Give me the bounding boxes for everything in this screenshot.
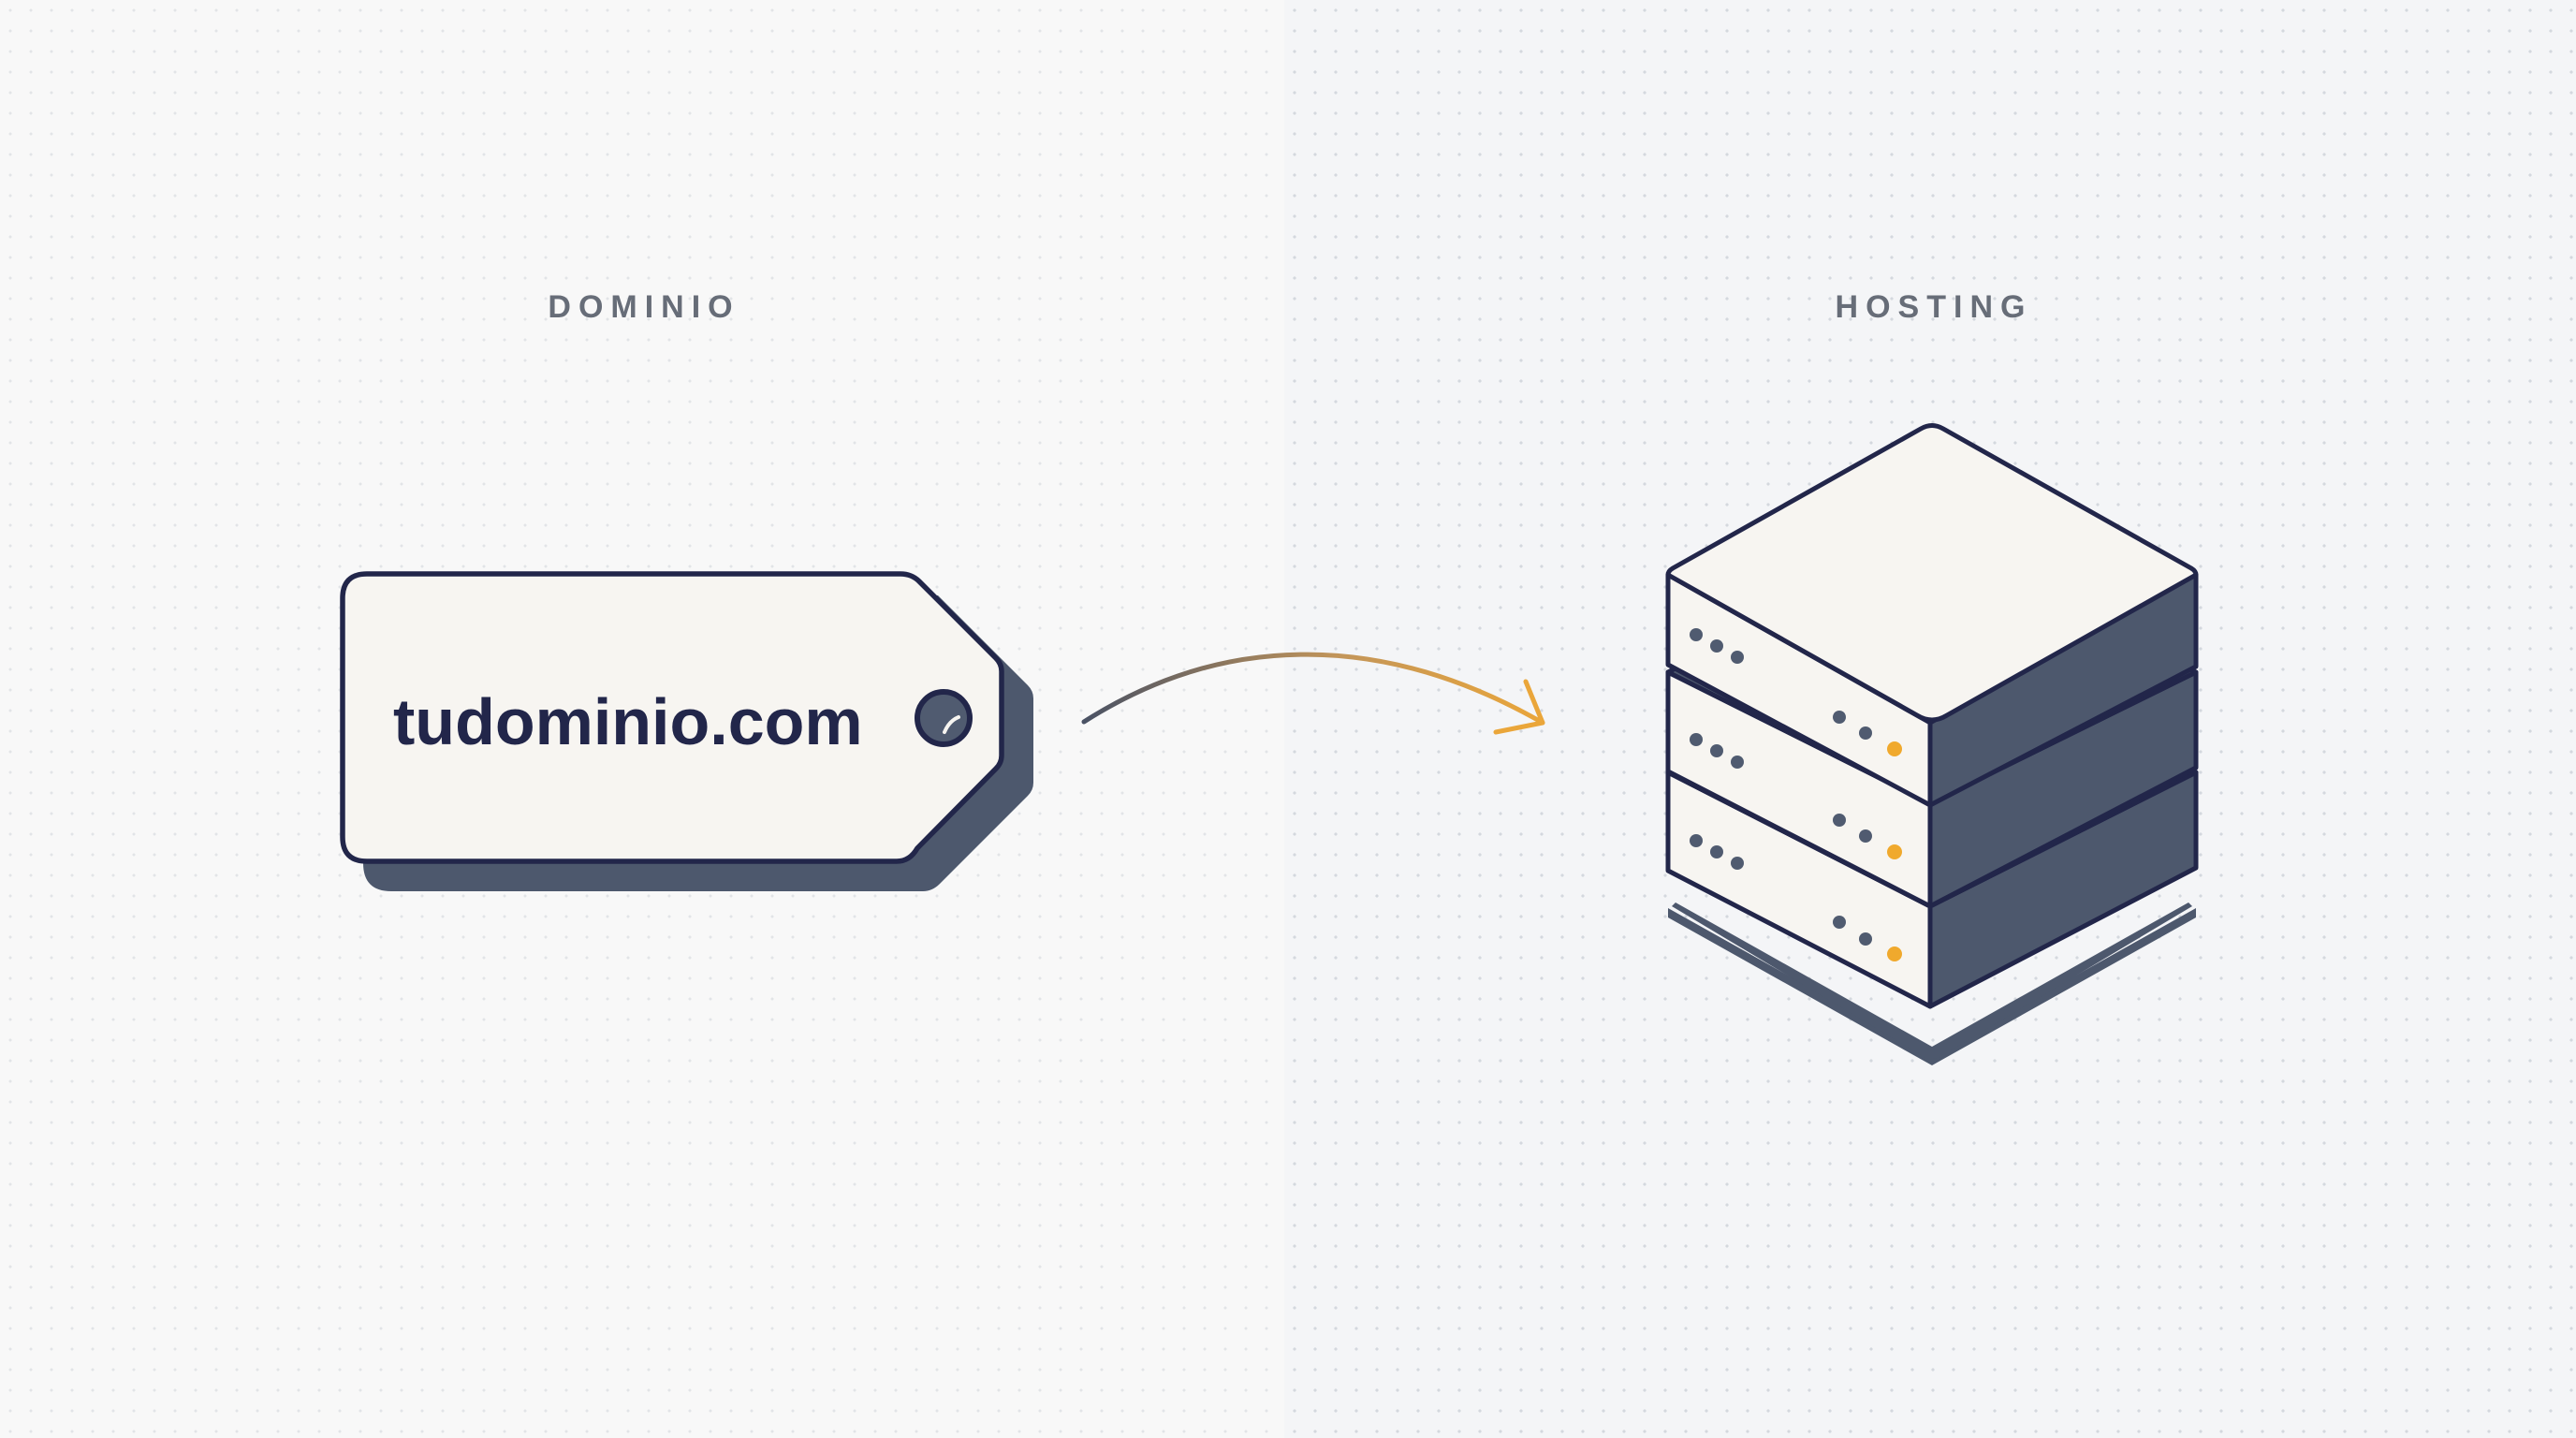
curved-arrow-icon xyxy=(1081,652,1545,735)
server-stack-icon xyxy=(1665,423,2199,1065)
tag-body xyxy=(340,571,1004,864)
tag-hole xyxy=(915,689,973,747)
tag-icon xyxy=(340,571,1033,891)
status-led xyxy=(1887,741,1902,756)
status-led xyxy=(1887,946,1902,961)
tag-hole-highlight xyxy=(943,715,960,734)
hosting-heading: HOSTING xyxy=(1835,289,2033,325)
domain-heading: DOMINIO xyxy=(548,289,740,325)
hosting-panel xyxy=(1284,0,2576,1438)
server-unit-1 xyxy=(1665,423,2199,808)
domain-name-text: tudominio.com xyxy=(393,685,863,758)
status-led xyxy=(1887,844,1902,859)
